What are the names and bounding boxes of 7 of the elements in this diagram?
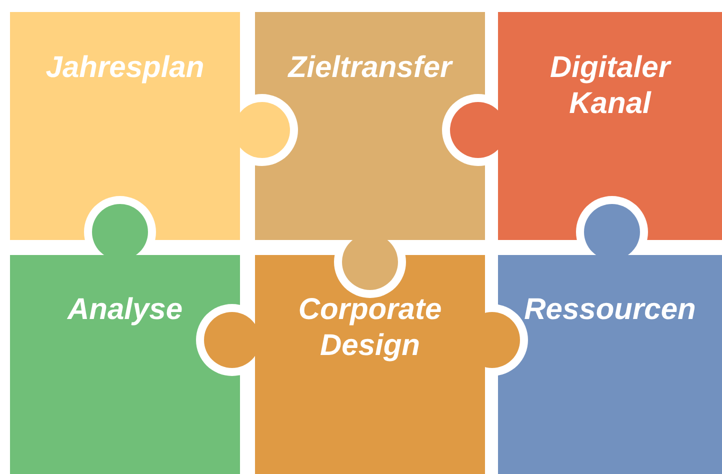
piece-label: Jahresplan xyxy=(46,50,204,86)
piece-label: Zieltransfer xyxy=(288,50,452,86)
puzzle-piece xyxy=(498,204,722,474)
piece-label: Analyse xyxy=(67,292,183,328)
piece-label: Corporate Design xyxy=(297,292,443,364)
piece-label: Ressourcen xyxy=(524,292,696,328)
piece-label: Digitaler Kanal xyxy=(548,50,672,122)
